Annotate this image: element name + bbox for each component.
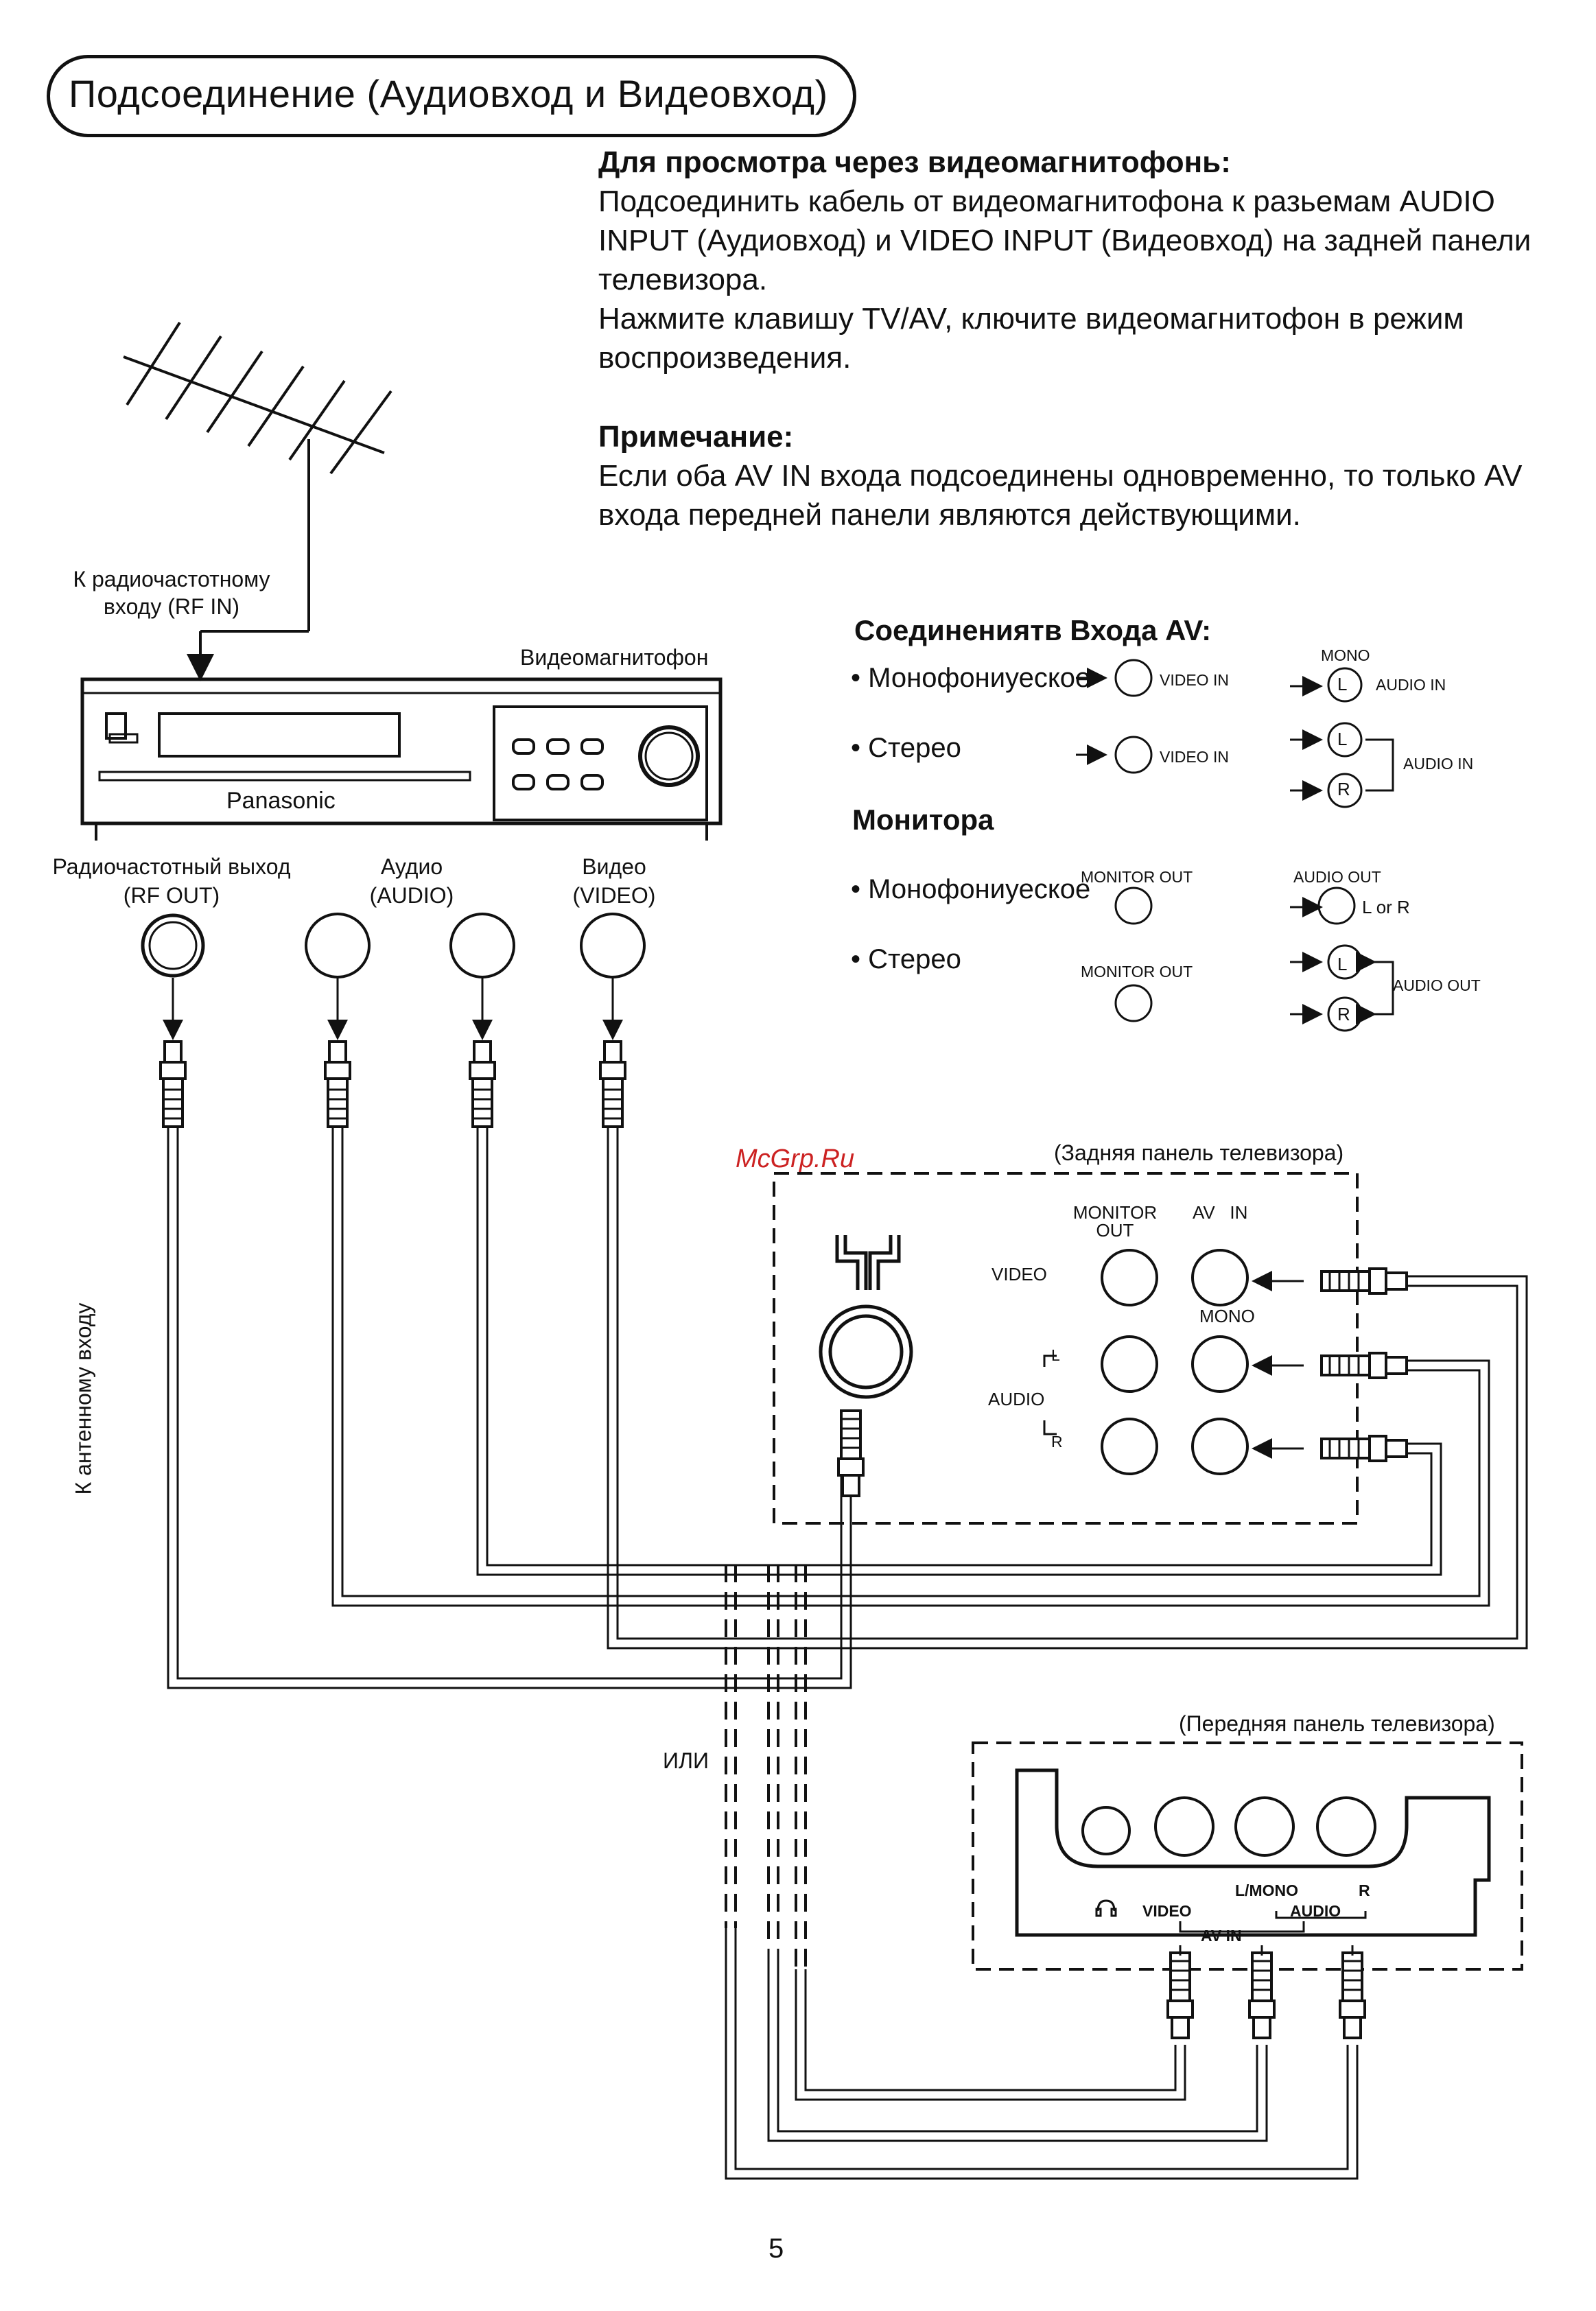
legend-L-2: L bbox=[1337, 729, 1348, 749]
rear-audio: AUDIO bbox=[988, 1389, 1045, 1409]
note-line-2: входа передней панели являются действующ… bbox=[598, 498, 1301, 532]
vcr-heading: Для просмотра через видеомагнитофонь: bbox=[598, 145, 1231, 179]
note-heading: Примечание: bbox=[598, 420, 794, 454]
vcr-label: Видеомагнитофон bbox=[520, 645, 709, 670]
vcr-icon bbox=[80, 677, 723, 841]
headphone-icon bbox=[1095, 1899, 1117, 1917]
antenna-icon bbox=[123, 321, 392, 631]
rear-video: VIDEO bbox=[991, 1264, 1047, 1284]
note-line-1: Если оба AV IN входа подсоединены одновр… bbox=[598, 459, 1523, 493]
video-in-label-2: VIDEO IN bbox=[1160, 748, 1229, 766]
audio-out-label-1: Аудио bbox=[380, 854, 443, 879]
monitor-out-label-2: MONITOR OUT bbox=[1081, 963, 1193, 981]
mono-small-label: MONO bbox=[1321, 646, 1370, 664]
audio-out-jack-2 bbox=[449, 913, 515, 978]
rear-mono: MONO bbox=[1199, 1306, 1255, 1326]
vcr-line-3: телевизора. bbox=[598, 263, 768, 296]
rear-antenna-input-icon bbox=[819, 1235, 913, 1399]
front-video: VIDEO bbox=[1142, 1902, 1192, 1920]
audio-out-label-1: AUDIO OUT bbox=[1293, 868, 1381, 886]
front-audio-l-jack bbox=[1234, 1796, 1295, 1857]
rear-av-in-r-jack bbox=[1191, 1418, 1249, 1475]
vcr-line-4: Нажмите клавишу TV/AV, ключите видеомагн… bbox=[598, 302, 1464, 336]
rear-monitor-out-video-jack bbox=[1101, 1249, 1158, 1306]
rear-av-in-l-jack bbox=[1191, 1335, 1249, 1393]
front-panel-caption: (Передняя панель телевизора) bbox=[1179, 1711, 1495, 1736]
video-out-jack bbox=[580, 913, 646, 978]
rear-monitor-out-1: MONITOR bbox=[1072, 1202, 1158, 1223]
video-out-label-1: Видео bbox=[582, 854, 646, 879]
legend-stereo-out: • Стерео bbox=[851, 944, 961, 974]
front-headphone-jack bbox=[1081, 1806, 1131, 1855]
antenna-label-2: входу (RF IN) bbox=[103, 594, 240, 619]
rf-out-label-1: Радиочастотный выход bbox=[52, 854, 291, 879]
front-r: R bbox=[1359, 1881, 1370, 1899]
legend-stereo-in: • Стерео bbox=[851, 733, 961, 763]
monitor-out-label-1: MONITOR OUT bbox=[1081, 868, 1193, 886]
front-audio-r-jack bbox=[1316, 1796, 1376, 1857]
vcr-brand: Panasonic bbox=[226, 788, 336, 814]
l-or-r-label: L or R bbox=[1362, 897, 1410, 917]
legend-mono-in: • Монофониуеское bbox=[851, 663, 1091, 693]
front-panel-frame bbox=[972, 1741, 1523, 1971]
legend-R-1: R bbox=[1337, 779, 1350, 799]
audio-out-label-2: AUDIO OUT bbox=[1393, 976, 1481, 994]
audio-in-label-2: AUDIO IN bbox=[1403, 755, 1474, 773]
legend-L-3: L bbox=[1337, 954, 1348, 974]
legend-mono-out: • Монофониуеское bbox=[851, 874, 1091, 904]
av-inputs-heading: Соединениятв Входа AV: bbox=[854, 614, 1212, 646]
front-l-mono: L/MONO bbox=[1235, 1881, 1298, 1899]
antenna-label-1: К радиочастотному bbox=[73, 567, 270, 591]
rear-monitor-out-2: OUT bbox=[1096, 1220, 1134, 1241]
monitor-heading: Монитора bbox=[852, 803, 994, 836]
legend-R-2: R bbox=[1337, 1004, 1350, 1024]
or-label: ИЛИ bbox=[663, 1748, 709, 1773]
rear-panel-frame bbox=[773, 1172, 1359, 1525]
front-video-jack bbox=[1154, 1796, 1214, 1857]
vcr-line-2: INPUT (Аудиовход) и VIDEO INPUT (Видеовх… bbox=[598, 224, 1532, 257]
rear-R: R bbox=[1051, 1433, 1063, 1451]
rf-out-label-2: (RF OUT) bbox=[123, 883, 220, 908]
vcr-line-1: Подсоединить кабель от видеомагнитофона … bbox=[598, 185, 1495, 218]
page-title: Подсоединение (Аудиовход и Видеовход) bbox=[69, 72, 828, 115]
vcr-line-5: воспроизведения. bbox=[598, 341, 852, 375]
title-frame bbox=[47, 55, 856, 137]
audio-out-jack-1 bbox=[305, 913, 371, 978]
audio-out-label-2: (AUDIO) bbox=[369, 883, 454, 908]
audio-in-label-1: AUDIO IN bbox=[1376, 676, 1446, 694]
rear-monitor-out-l-jack bbox=[1101, 1335, 1158, 1393]
legend-L-1: L bbox=[1337, 674, 1348, 694]
watermark: McGrp.Ru bbox=[736, 1145, 855, 1173]
rear-panel-caption: (Задняя панель телевизора) bbox=[1054, 1140, 1344, 1165]
rear-monitor-out-r-jack bbox=[1101, 1418, 1158, 1475]
rear-av-in-video-jack bbox=[1191, 1249, 1249, 1306]
rear-av-in: AV IN bbox=[1193, 1202, 1248, 1223]
page-number: 5 bbox=[768, 2233, 784, 2264]
video-in-label-1: VIDEO IN bbox=[1160, 671, 1229, 689]
video-out-label-2: (VIDEO) bbox=[572, 883, 656, 908]
front-panel-body bbox=[1015, 1768, 1491, 1937]
